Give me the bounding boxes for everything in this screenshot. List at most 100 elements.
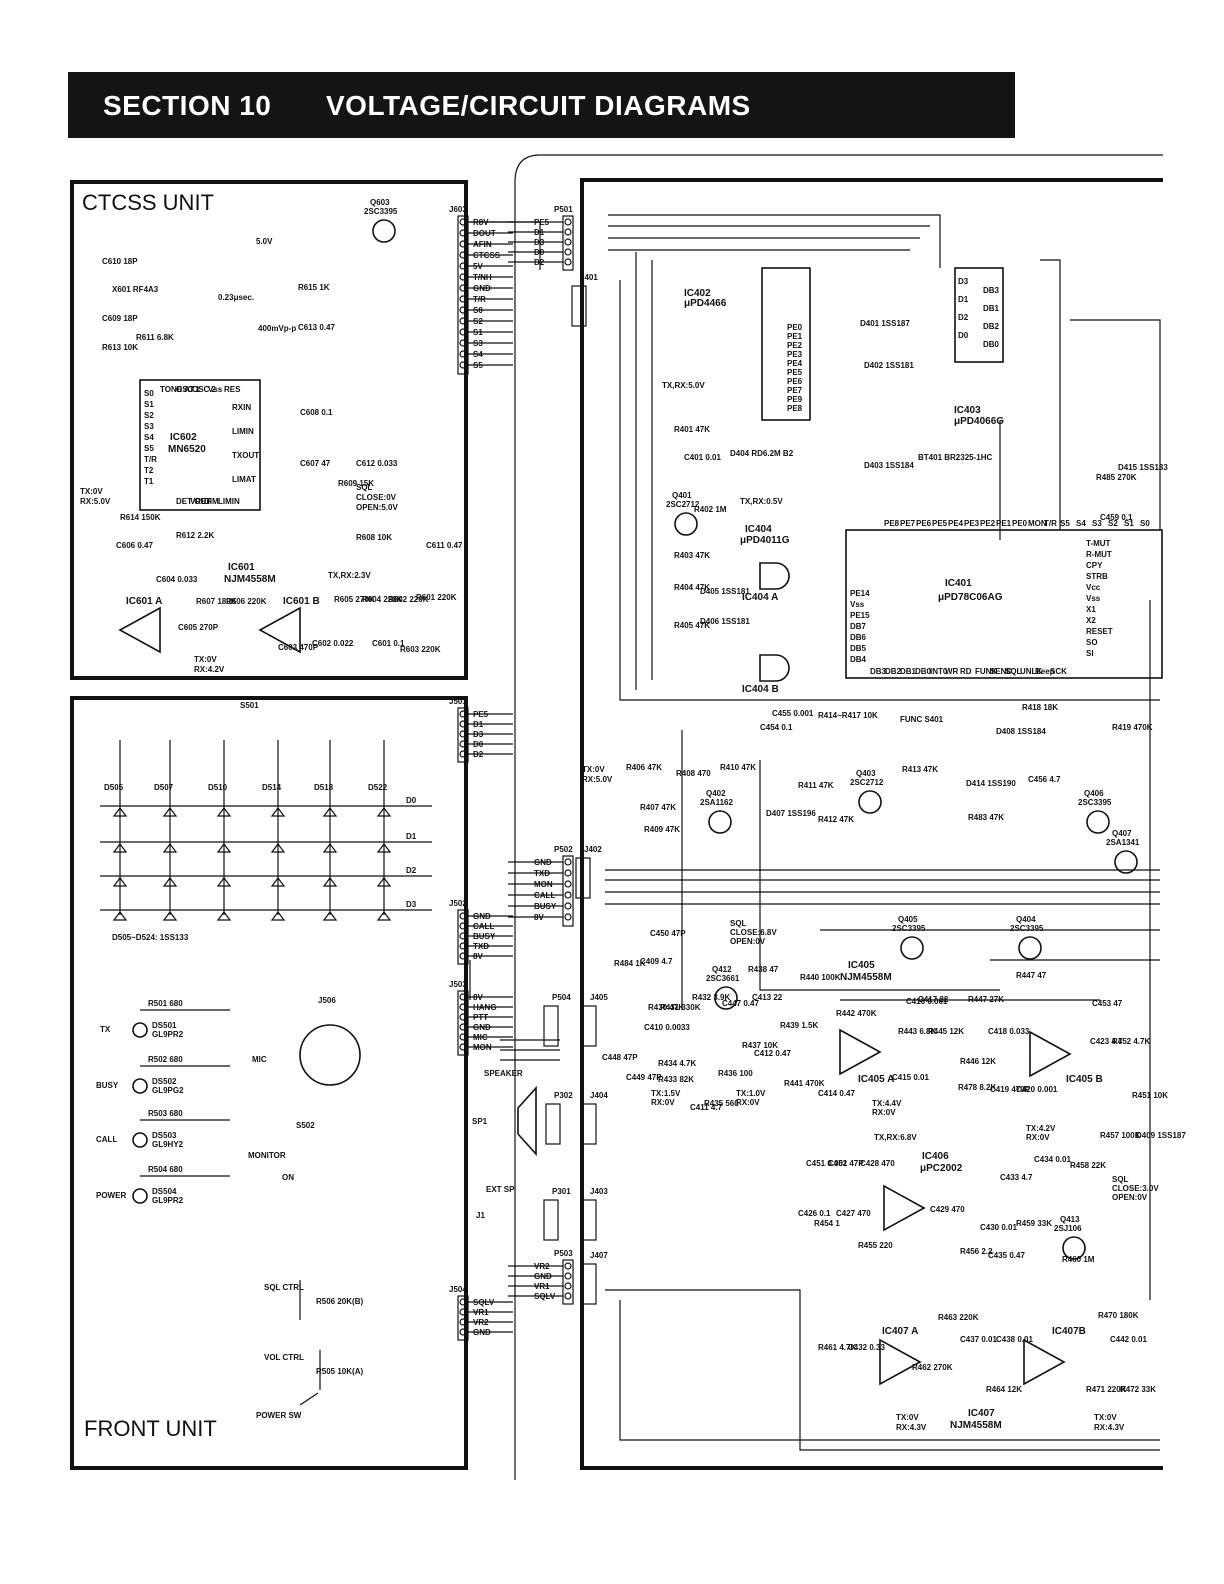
diode-3: D404 RD6.2M B2 xyxy=(730,449,794,458)
connector-ref-3: J405 xyxy=(590,993,608,1002)
voltage-note-6: CLOSE:0V xyxy=(356,493,397,502)
voltage-note-5: SQL xyxy=(356,483,373,492)
section-number: SECTION 10 xyxy=(103,90,272,121)
led-1-resistor: R502 680 xyxy=(148,1055,183,1064)
sql-ctrl-label: SQL CTRL xyxy=(264,1283,304,1292)
ic403-body xyxy=(954,267,1004,363)
component-115: R464 12K xyxy=(986,1385,1022,1394)
ic602-pin-15: LIMIN xyxy=(232,427,254,436)
wire-24 xyxy=(759,760,1000,991)
diode-1: D402 1SS181 xyxy=(864,361,914,370)
section-header: SECTION 10 VOLTAGE/CIRCUIT DIAGRAMS xyxy=(68,72,1015,138)
transistor-q407-part: 2SA1341 xyxy=(1106,838,1140,847)
ic401-top-pin-10: T/R xyxy=(1044,519,1057,528)
component-37: C455 0.001 xyxy=(772,709,814,718)
component-83: R446 12K xyxy=(960,1057,996,1066)
component-54: C409 4.7 xyxy=(640,957,673,966)
ic403-ref: IC403 xyxy=(954,405,981,416)
transistor-q402-ref: Q402 xyxy=(706,789,726,798)
component-26: R603 220K xyxy=(400,645,441,654)
r505-label: R505 10K(A) xyxy=(316,1367,363,1376)
component-102: R456 2.2 xyxy=(960,1247,993,1256)
ic602-part: MN6520 xyxy=(168,444,206,455)
ic404a-label: IC404 A xyxy=(742,592,778,603)
wire-13 xyxy=(619,1300,1160,1441)
voltage-note-26: TX,RX:6.8V xyxy=(874,1133,917,1142)
component-62: R440 100K xyxy=(800,973,841,982)
led-2-part: GL9HY2 xyxy=(152,1140,184,1149)
ic401-top-pin-3: PE5 xyxy=(932,519,948,528)
wire-5 xyxy=(619,280,1160,701)
ic401-bottom-pin-12: SCK xyxy=(1050,667,1067,676)
component-59: R437 10K xyxy=(742,1041,778,1050)
ic404-part: μPD4011G xyxy=(740,535,790,546)
component-92: R457 100K xyxy=(1100,1131,1141,1140)
component-82: C418 0.033 xyxy=(988,1027,1030,1036)
component-70: R436 100 xyxy=(718,1069,753,1078)
voltage-note-11: TX,RX:5.0V xyxy=(662,381,705,390)
voltage-annotations: 5.0V0.23μsec.400mVp-pTX:0VRX:5.0VSQLCLOS… xyxy=(80,237,1159,1432)
component-15: C604 0.033 xyxy=(156,575,198,584)
connector-j503-ref: J503 xyxy=(449,980,467,989)
component-85: C419 470P xyxy=(990,1085,1031,1094)
led-3-part: GL9PR2 xyxy=(152,1196,184,1205)
j1-label: J1 xyxy=(476,1211,485,1220)
led-2-label: CALL xyxy=(96,1135,117,1144)
voltage-note-29: OPEN:0V xyxy=(1112,1193,1148,1202)
sp1-label: SP1 xyxy=(472,1117,488,1126)
voltage-note-0: 5.0V xyxy=(256,237,273,246)
component-52: C450 47P xyxy=(650,929,686,938)
ext-sp-label: EXT SP xyxy=(486,1185,515,1194)
voltage-note-23: RX:0V xyxy=(872,1108,896,1117)
component-112: R463 220K xyxy=(938,1313,979,1322)
ic401-bottom-pin-8: SEND xyxy=(990,667,1012,676)
transistor-q401-part: 2SC2712 xyxy=(666,500,700,509)
component-14: C606 0.47 xyxy=(116,541,153,550)
component-108: R460 1M xyxy=(1062,1255,1095,1264)
connector-p503-ref: P503 xyxy=(554,1249,573,1258)
ic405a-opamp xyxy=(839,1028,882,1076)
component-50: R483 47K xyxy=(968,813,1004,822)
component-64: C412 0.47 xyxy=(754,1049,791,1058)
voltage-note-12: TX,RX:0.5V xyxy=(740,497,783,506)
component-41: C459 0.1 xyxy=(1100,513,1133,522)
ic401-top-pin-8: PE0 xyxy=(1012,519,1028,528)
component-87: R447 47 xyxy=(1016,971,1047,980)
component-18: R605 270K xyxy=(334,595,375,604)
wire-21 xyxy=(1070,319,1161,530)
component-8: C607 47 xyxy=(300,459,331,468)
component-72: C449 47P xyxy=(626,1073,662,1082)
ic403-pin-5: DB2 xyxy=(983,322,1000,331)
diode-8: D409 1SS187 xyxy=(1136,1131,1186,1140)
ic401-bottom-pin-5: WR xyxy=(945,667,959,676)
r506-label: R506 20K(B) xyxy=(316,1297,363,1306)
ic602-body xyxy=(139,379,261,511)
connector-ref-1: J402 xyxy=(584,845,602,854)
connector-ref-4: P302 xyxy=(554,1091,573,1100)
component-38: R418 18K xyxy=(1022,703,1058,712)
transistor-q603-part: 2SC3395 xyxy=(364,207,398,216)
ctcss-unit-frame xyxy=(70,180,468,680)
component-6: C613 0.47 xyxy=(298,323,335,332)
component-58: C447 0.47 xyxy=(722,999,759,1008)
component-31: R403 47K xyxy=(674,551,710,560)
ic405-ref: IC405 xyxy=(848,960,875,971)
component-0: C610 18P xyxy=(102,257,138,266)
component-107: C435 0.47 xyxy=(988,1251,1025,1260)
transistor-q402-symbol xyxy=(708,810,732,834)
voltage-note-13: TX:0V xyxy=(582,765,605,774)
ic403-pin-4: D2 xyxy=(958,313,969,322)
component-23: C603 470P xyxy=(278,643,319,652)
led-3-label: POWER xyxy=(96,1191,126,1200)
ic401-part: μPD78C06AG xyxy=(938,592,1003,603)
ic402-body xyxy=(761,267,811,421)
component-74: C414 0.47 xyxy=(818,1089,855,1098)
ic401-bottom-pin-6: RD xyxy=(960,667,972,676)
component-5: R615 1K xyxy=(298,283,330,292)
ic402-pin-4: PE4 xyxy=(787,359,803,368)
ic602-pin-9: TONE AT xyxy=(160,385,194,394)
ic602-pin-6: T/R xyxy=(144,455,157,464)
